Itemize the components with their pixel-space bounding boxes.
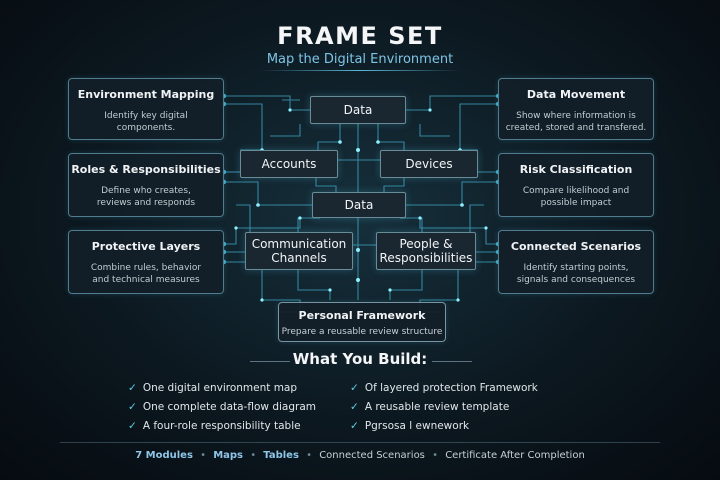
build-list-item: ✓ A reusable review template: [350, 401, 509, 413]
footer-scenarios: Connected Scenarios: [319, 450, 425, 461]
card-title: Risk Classification: [519, 163, 633, 176]
card-title: Environment Mapping: [77, 88, 215, 101]
card-desc-line: reviews and responds: [96, 198, 196, 208]
card-desc-line: Identify starting points,: [523, 263, 629, 273]
node-line: Channels: [271, 251, 327, 265]
page-subtitle: Map the Digital Environment: [266, 52, 454, 67]
card-desc-line: Identify key digital: [104, 111, 188, 121]
node-communication-channels: Communication Channels: [245, 232, 353, 270]
card-title: Protective Layers: [91, 240, 201, 253]
check-icon: ✓: [128, 382, 137, 394]
check-icon: ✓: [350, 382, 359, 394]
build-list-item: ✓ Of layered protection Framework: [350, 382, 538, 394]
footer-modules: 7 Modules: [135, 450, 193, 461]
card-desc-line: Compare likelihood and: [522, 186, 630, 196]
footer-separator: •: [306, 450, 312, 461]
card-desc-line: Define who creates,: [101, 186, 191, 196]
card-description: Combine rules, behavior and technical me…: [69, 262, 223, 286]
build-item-text: A four-role responsibility table: [142, 420, 301, 432]
personal-framework-title: Personal Framework: [298, 309, 426, 322]
build-list-item: ✓ One complete data-flow diagram: [128, 401, 316, 413]
build-divider-left: [250, 361, 290, 362]
card-description: Identify key digital components.: [69, 110, 223, 134]
card-environment-mapping: Environment Mapping Identify key digital…: [68, 78, 224, 140]
footer-divider: [60, 442, 660, 443]
footer-tables: Tables: [263, 450, 299, 461]
footer-separator: •: [200, 450, 207, 461]
build-item-text: One complete data-flow diagram: [142, 401, 316, 413]
build-list-item: ✓ Pgrsosa l ewnework: [350, 420, 469, 432]
card-desc-line: and technical measures: [92, 275, 200, 285]
card-description: Define who creates, reviews and responds: [69, 185, 223, 209]
card-title: Data Movement: [526, 88, 626, 101]
footer-features: 7 Modules • Maps • Tables • Connected Sc…: [0, 450, 720, 461]
check-icon: ✓: [350, 420, 359, 432]
node-line: Responsibilities: [379, 251, 473, 265]
footer-certificate: Certificate After Completion: [445, 450, 585, 461]
build-divider-right: [432, 361, 472, 362]
node-line: People &: [399, 237, 453, 251]
card-connected-scenarios: Connected Scenarios Identify starting po…: [498, 230, 654, 294]
card-title: Roles & Responsibilities: [71, 163, 221, 176]
node-data-middle: Data: [312, 192, 406, 218]
footer-maps: Maps: [213, 450, 244, 461]
build-title: What You Build:: [292, 350, 428, 368]
build-list-item: ✓ One digital environment map: [128, 382, 297, 394]
card-title: Connected Scenarios: [510, 240, 642, 253]
node-data-top: Data: [310, 96, 406, 124]
node-line: Communication: [251, 237, 347, 251]
card-desc-line: Show where information is: [516, 111, 636, 121]
footer-separator: •: [432, 450, 438, 461]
subtitle-divider: [260, 70, 460, 71]
personal-framework-subtitle: Prepare a reusable review structure: [281, 327, 443, 337]
node-accounts: Accounts: [240, 150, 338, 178]
build-list-item: ✓ A four-role responsibility table: [128, 420, 301, 432]
page-title: FRAME SET: [277, 22, 443, 50]
build-item-text: Pgrsosa l ewnework: [364, 420, 470, 432]
build-item-text: Of layered protection Framework: [364, 382, 538, 394]
card-desc-line: Combine rules, behavior: [90, 263, 202, 273]
card-desc-line: possible impact: [540, 198, 612, 208]
build-item-text: A reusable review template: [364, 401, 510, 413]
footer-separator: •: [250, 450, 257, 461]
build-item-text: One digital environment map: [142, 382, 298, 394]
node-devices: Devices: [380, 150, 478, 178]
card-desc-line: components.: [116, 123, 176, 133]
node-people-responsibilities: People & Responsibilities: [376, 232, 476, 270]
card-protective-layers: Protective Layers Combine rules, behavio…: [68, 230, 224, 294]
card-description: Compare likelihood and possible impact: [499, 185, 653, 209]
personal-framework-box: Personal Framework Prepare a reusable re…: [278, 302, 446, 342]
card-desc-line: signals and consequences: [516, 275, 636, 285]
card-risk-classification: Risk Classification Compare likelihood a…: [498, 153, 654, 217]
card-desc-line: created, stored and transfered.: [505, 123, 647, 133]
card-description: Show where information is created, store…: [499, 110, 653, 134]
card-description: Identify starting points, signals and co…: [499, 262, 653, 286]
card-roles-responsibilities: Roles & Responsibilities Define who crea…: [68, 153, 224, 217]
card-data-movement: Data Movement Show where information is …: [498, 78, 654, 140]
check-icon: ✓: [128, 420, 137, 432]
check-icon: ✓: [350, 401, 359, 413]
check-icon: ✓: [128, 401, 137, 413]
